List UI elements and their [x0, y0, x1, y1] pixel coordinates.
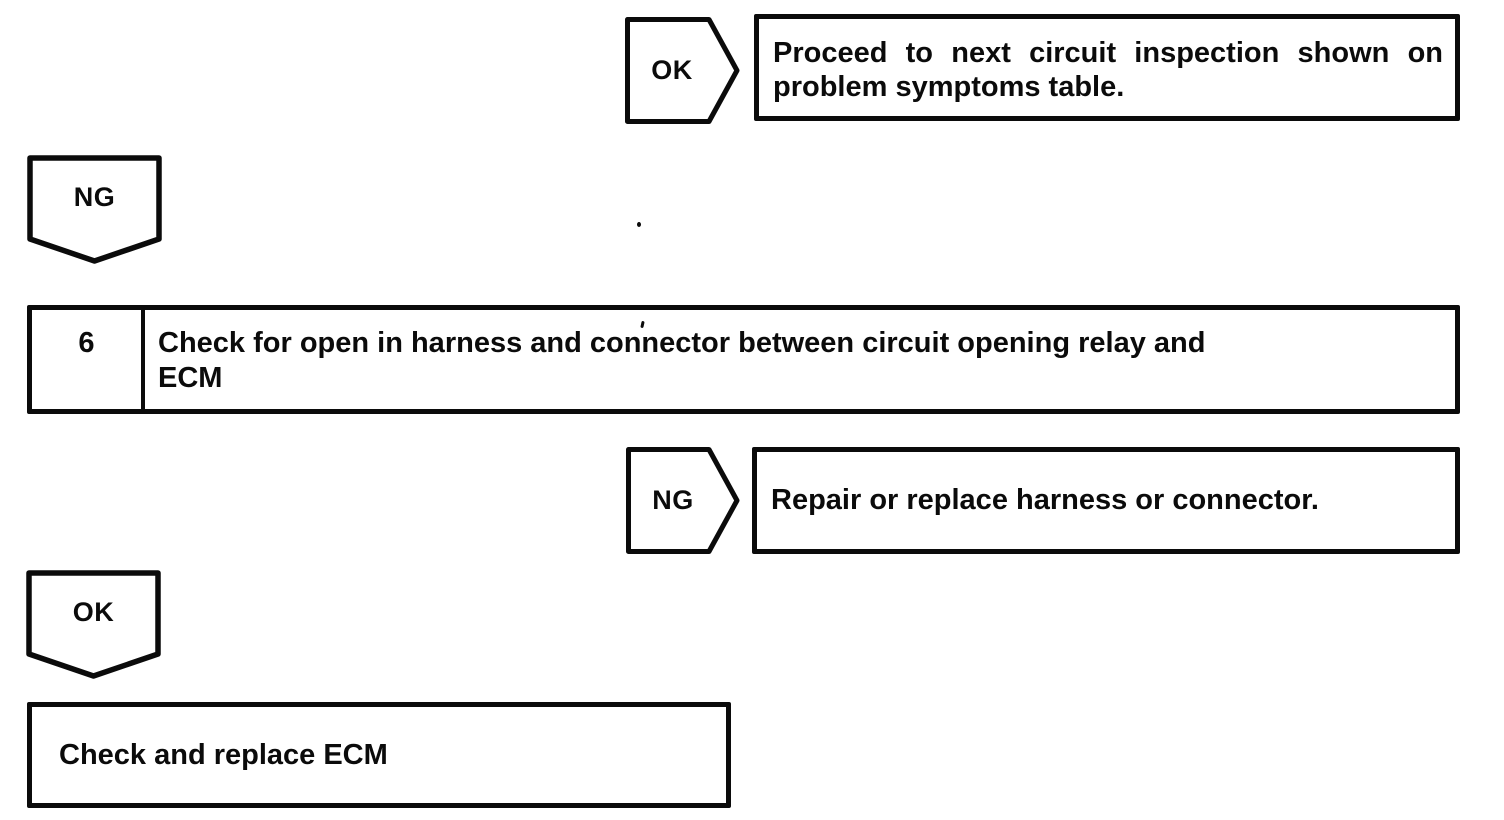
ok-branch-arrow-top: OK [625, 17, 740, 124]
scan-artifact-dot [637, 222, 641, 227]
ng-flow-arrow-down: NG [27, 155, 162, 264]
ecm-text: Check and replace ECM [59, 738, 388, 771]
repair-result-box: Repair or replace harness or connector. [752, 447, 1460, 554]
pentagon-right-shape [626, 447, 740, 554]
ok-branch-label-top: OK [651, 55, 693, 85]
ng-flow-label: NG [73, 181, 116, 212]
step-6-box: 6 Check for open in harness and connecto… [27, 305, 1460, 414]
step-title-line-2: ECM [158, 362, 223, 394]
ecm-result-box: Check and replace ECM [27, 702, 731, 808]
ng-branch-arrow-right: NG [626, 447, 740, 554]
step-title: Check for open in harness and connector … [145, 310, 1455, 409]
pentagon-right-shape [625, 17, 740, 124]
step-number: 6 [32, 310, 145, 409]
pentagon-down-shape [27, 155, 162, 264]
proceed-text-line-2: problem symptoms table. [773, 71, 1125, 103]
proceed-text-line-1: Proceed to next circuit inspection shown… [773, 37, 1443, 69]
pentagon-down-shape [26, 570, 161, 679]
repair-text: Repair or replace harness or connector. [771, 484, 1319, 516]
step-title-line-1: Check for open in harness and connector … [158, 327, 1206, 359]
ok-flow-arrow-down: OK [26, 570, 161, 679]
ok-flow-label: OK [72, 596, 115, 627]
ng-branch-label: NG [652, 485, 694, 515]
proceed-result-box: Proceed to next circuit inspection shown… [754, 14, 1460, 121]
